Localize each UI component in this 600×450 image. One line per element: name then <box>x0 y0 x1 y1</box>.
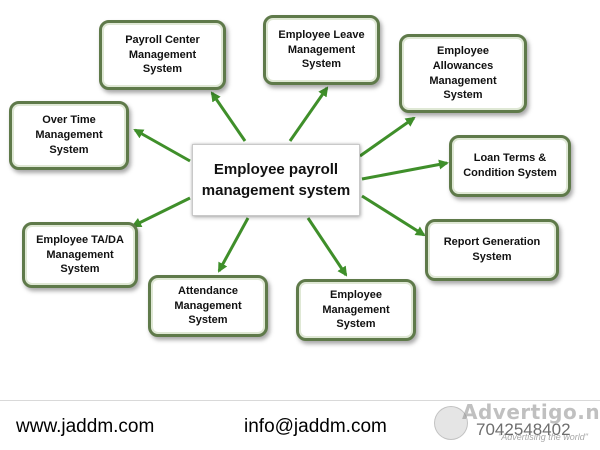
node-loan-terms: Loan Terms & Condition System <box>449 135 571 197</box>
node-loan-terms-line-1: Loan Terms & <box>473 152 547 165</box>
node-employee-management-line-2: Management <box>322 303 390 316</box>
node-employee-allowances-line-3: Management <box>429 74 497 87</box>
node-attendance-line-2: Management <box>174 299 242 312</box>
arrow-to-loan-terms <box>361 159 449 181</box>
node-employee-management-line-1: Employee <box>330 288 382 301</box>
central-topic-box: Employee payroll management system <box>192 144 360 216</box>
node-over-time: Over Time Management System <box>9 101 129 170</box>
footer-website: www.jaddm.com <box>16 416 155 437</box>
node-employee-allowances-line-2: Allowances <box>432 59 494 72</box>
node-attendance-line-1: Attendance <box>178 284 238 297</box>
node-over-time-line-3: System <box>49 143 89 156</box>
node-attendance: Attendance Management System <box>148 275 268 337</box>
central-topic-line-1: Employee payroll <box>213 161 339 178</box>
node-employee-ta-da-line-2: Management <box>46 248 114 261</box>
node-report-generation: Report Generation System <box>425 219 559 281</box>
node-employee-leave: Employee Leave Management System <box>263 15 380 85</box>
footer-divider <box>0 400 600 401</box>
arrow-to-employee-leave <box>288 86 329 142</box>
node-employee-ta-da-line-3: System <box>60 263 100 276</box>
node-loan-terms-line-2: Condition System <box>463 167 557 179</box>
central-topic-line-2: management system <box>201 182 351 199</box>
watermark-tagline: "Advertising the world" <box>498 432 588 442</box>
arrow-to-report-generation <box>361 194 426 237</box>
node-payroll-center-line-2: Management <box>128 48 197 61</box>
footer-phone: 7042548402 <box>476 420 571 439</box>
node-employee-leave-line-3: System <box>301 58 342 71</box>
arrow-to-payroll-center <box>210 91 247 142</box>
node-over-time-line-2: Management <box>35 129 103 142</box>
arrow-to-employee-management <box>306 217 348 277</box>
arrow-to-employee-allowances <box>359 116 416 158</box>
node-employee-allowances: Employee Allowances Management System <box>399 34 527 113</box>
arrow-to-employee-ta-da <box>131 196 191 228</box>
node-over-time-line-1: Over Time <box>42 114 96 127</box>
node-employee-allowances-line-4: System <box>443 89 483 102</box>
node-employee-ta-da-line-1: Employee TA/DA <box>36 233 124 246</box>
node-report-generation-line-1: Report Generation <box>443 236 541 249</box>
node-payroll-center-line-1: Payroll Center <box>125 33 200 46</box>
node-employee-management: Employee Management System <box>296 279 416 341</box>
watermark-brand: Advertigo.net <box>462 400 600 424</box>
node-employee-leave-line-2: Management <box>287 43 356 56</box>
node-employee-ta-da: Employee TA/DA Management System <box>22 222 138 288</box>
node-employee-allowances-line-1: Employee <box>437 44 489 57</box>
node-employee-management-line-3: System <box>336 318 376 331</box>
arrow-to-attendance <box>217 217 250 273</box>
footer-email: info@jaddm.com <box>244 416 387 437</box>
node-employee-leave-line-1: Employee Leave <box>278 28 365 41</box>
node-payroll-center: Payroll Center Management System <box>99 20 226 90</box>
globe-icon <box>434 406 468 440</box>
node-attendance-line-3: System <box>188 314 228 327</box>
node-payroll-center-line-3: System <box>142 63 183 76</box>
node-report-generation-line-2: System <box>472 251 512 263</box>
arrow-to-over-time <box>133 128 191 163</box>
advertigo-watermark: Advertigo.net "Advertising the world" <box>428 398 600 450</box>
